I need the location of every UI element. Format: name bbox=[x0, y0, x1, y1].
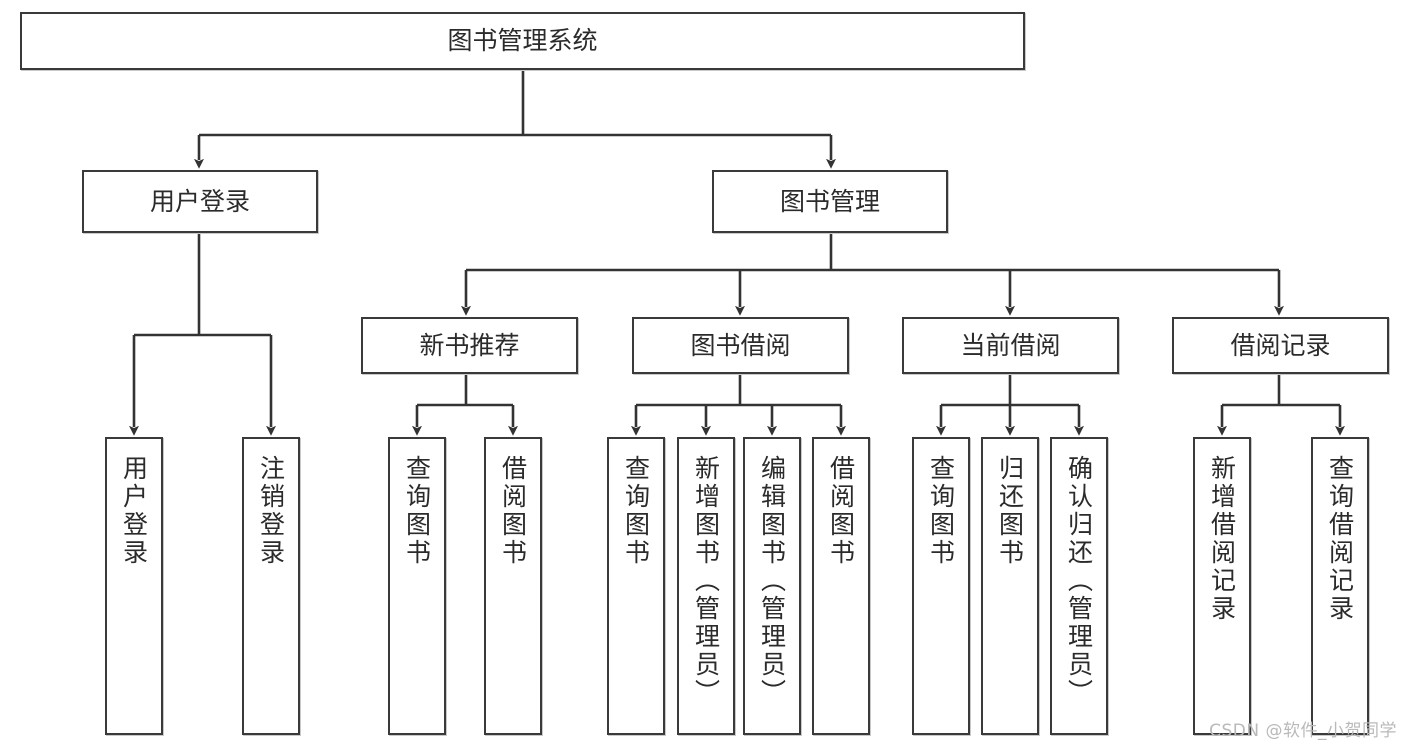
node-label: 用户登录 bbox=[119, 455, 149, 567]
node-label: 查询图书 bbox=[402, 455, 432, 567]
node-label: 查询图书 bbox=[621, 455, 651, 567]
leaf-borrow-record-add-record[interactable]: 新增借阅记录 bbox=[1193, 437, 1251, 735]
node-label: 借阅图书 bbox=[498, 455, 528, 567]
node-label: 新增借阅记录 bbox=[1207, 455, 1237, 623]
node-label: 图书管理系统 bbox=[447, 26, 598, 56]
node-user-login[interactable]: 用户登录 bbox=[82, 170, 318, 233]
node-label: 用户登录 bbox=[149, 186, 250, 216]
leaf-book-borrow-query-book[interactable]: 查询图书 bbox=[607, 437, 665, 735]
leaf-current-borrow-return-book[interactable]: 归还图书 bbox=[981, 437, 1039, 735]
node-label: 当前借阅 bbox=[960, 330, 1061, 360]
node-label: 查询借阅记录 bbox=[1325, 455, 1355, 623]
node-label: 确认归还（管理员） bbox=[1064, 455, 1094, 707]
leaf-book-borrow-edit-book-admin[interactable]: 编辑图书（管理员） bbox=[743, 437, 801, 735]
node-root-book-management-system[interactable]: 图书管理系统 bbox=[20, 12, 1025, 70]
node-label: 借阅图书 bbox=[826, 455, 856, 567]
node-label: 新书推荐 bbox=[419, 330, 520, 360]
leaf-new-book-query-book[interactable]: 查询图书 bbox=[388, 437, 446, 735]
leaf-new-book-borrow-book[interactable]: 借阅图书 bbox=[484, 437, 542, 735]
node-label: 编辑图书（管理员） bbox=[757, 455, 787, 707]
node-label: 图书借阅 bbox=[690, 330, 791, 360]
leaf-current-borrow-query-book[interactable]: 查询图书 bbox=[912, 437, 970, 735]
node-label: 新增图书（管理员） bbox=[691, 455, 721, 707]
leaf-book-borrow-add-book-admin[interactable]: 新增图书（管理员） bbox=[677, 437, 735, 735]
leaf-current-borrow-confirm-return-admin[interactable]: 确认归还（管理员） bbox=[1050, 437, 1108, 735]
node-label: 查询图书 bbox=[926, 455, 956, 567]
node-label: 借阅记录 bbox=[1230, 330, 1331, 360]
node-new-book-recommendation[interactable]: 新书推荐 bbox=[361, 317, 578, 374]
leaf-user-login-login[interactable]: 用户登录 bbox=[105, 437, 163, 735]
node-book-management[interactable]: 图书管理 bbox=[712, 170, 948, 233]
node-book-borrowing[interactable]: 图书借阅 bbox=[632, 317, 849, 374]
node-label: 图书管理 bbox=[779, 186, 880, 216]
node-borrowing-record[interactable]: 借阅记录 bbox=[1172, 317, 1389, 374]
csdn-watermark: CSDN @软件_小贺同学 bbox=[1209, 721, 1397, 741]
node-label: 注销登录 bbox=[256, 455, 286, 567]
leaf-user-login-logout[interactable]: 注销登录 bbox=[242, 437, 300, 735]
node-label: 归还图书 bbox=[995, 455, 1025, 567]
leaf-borrow-record-query-record[interactable]: 查询借阅记录 bbox=[1311, 437, 1369, 735]
node-current-borrowing[interactable]: 当前借阅 bbox=[902, 317, 1119, 374]
leaf-book-borrow-borrow-book[interactable]: 借阅图书 bbox=[812, 437, 870, 735]
